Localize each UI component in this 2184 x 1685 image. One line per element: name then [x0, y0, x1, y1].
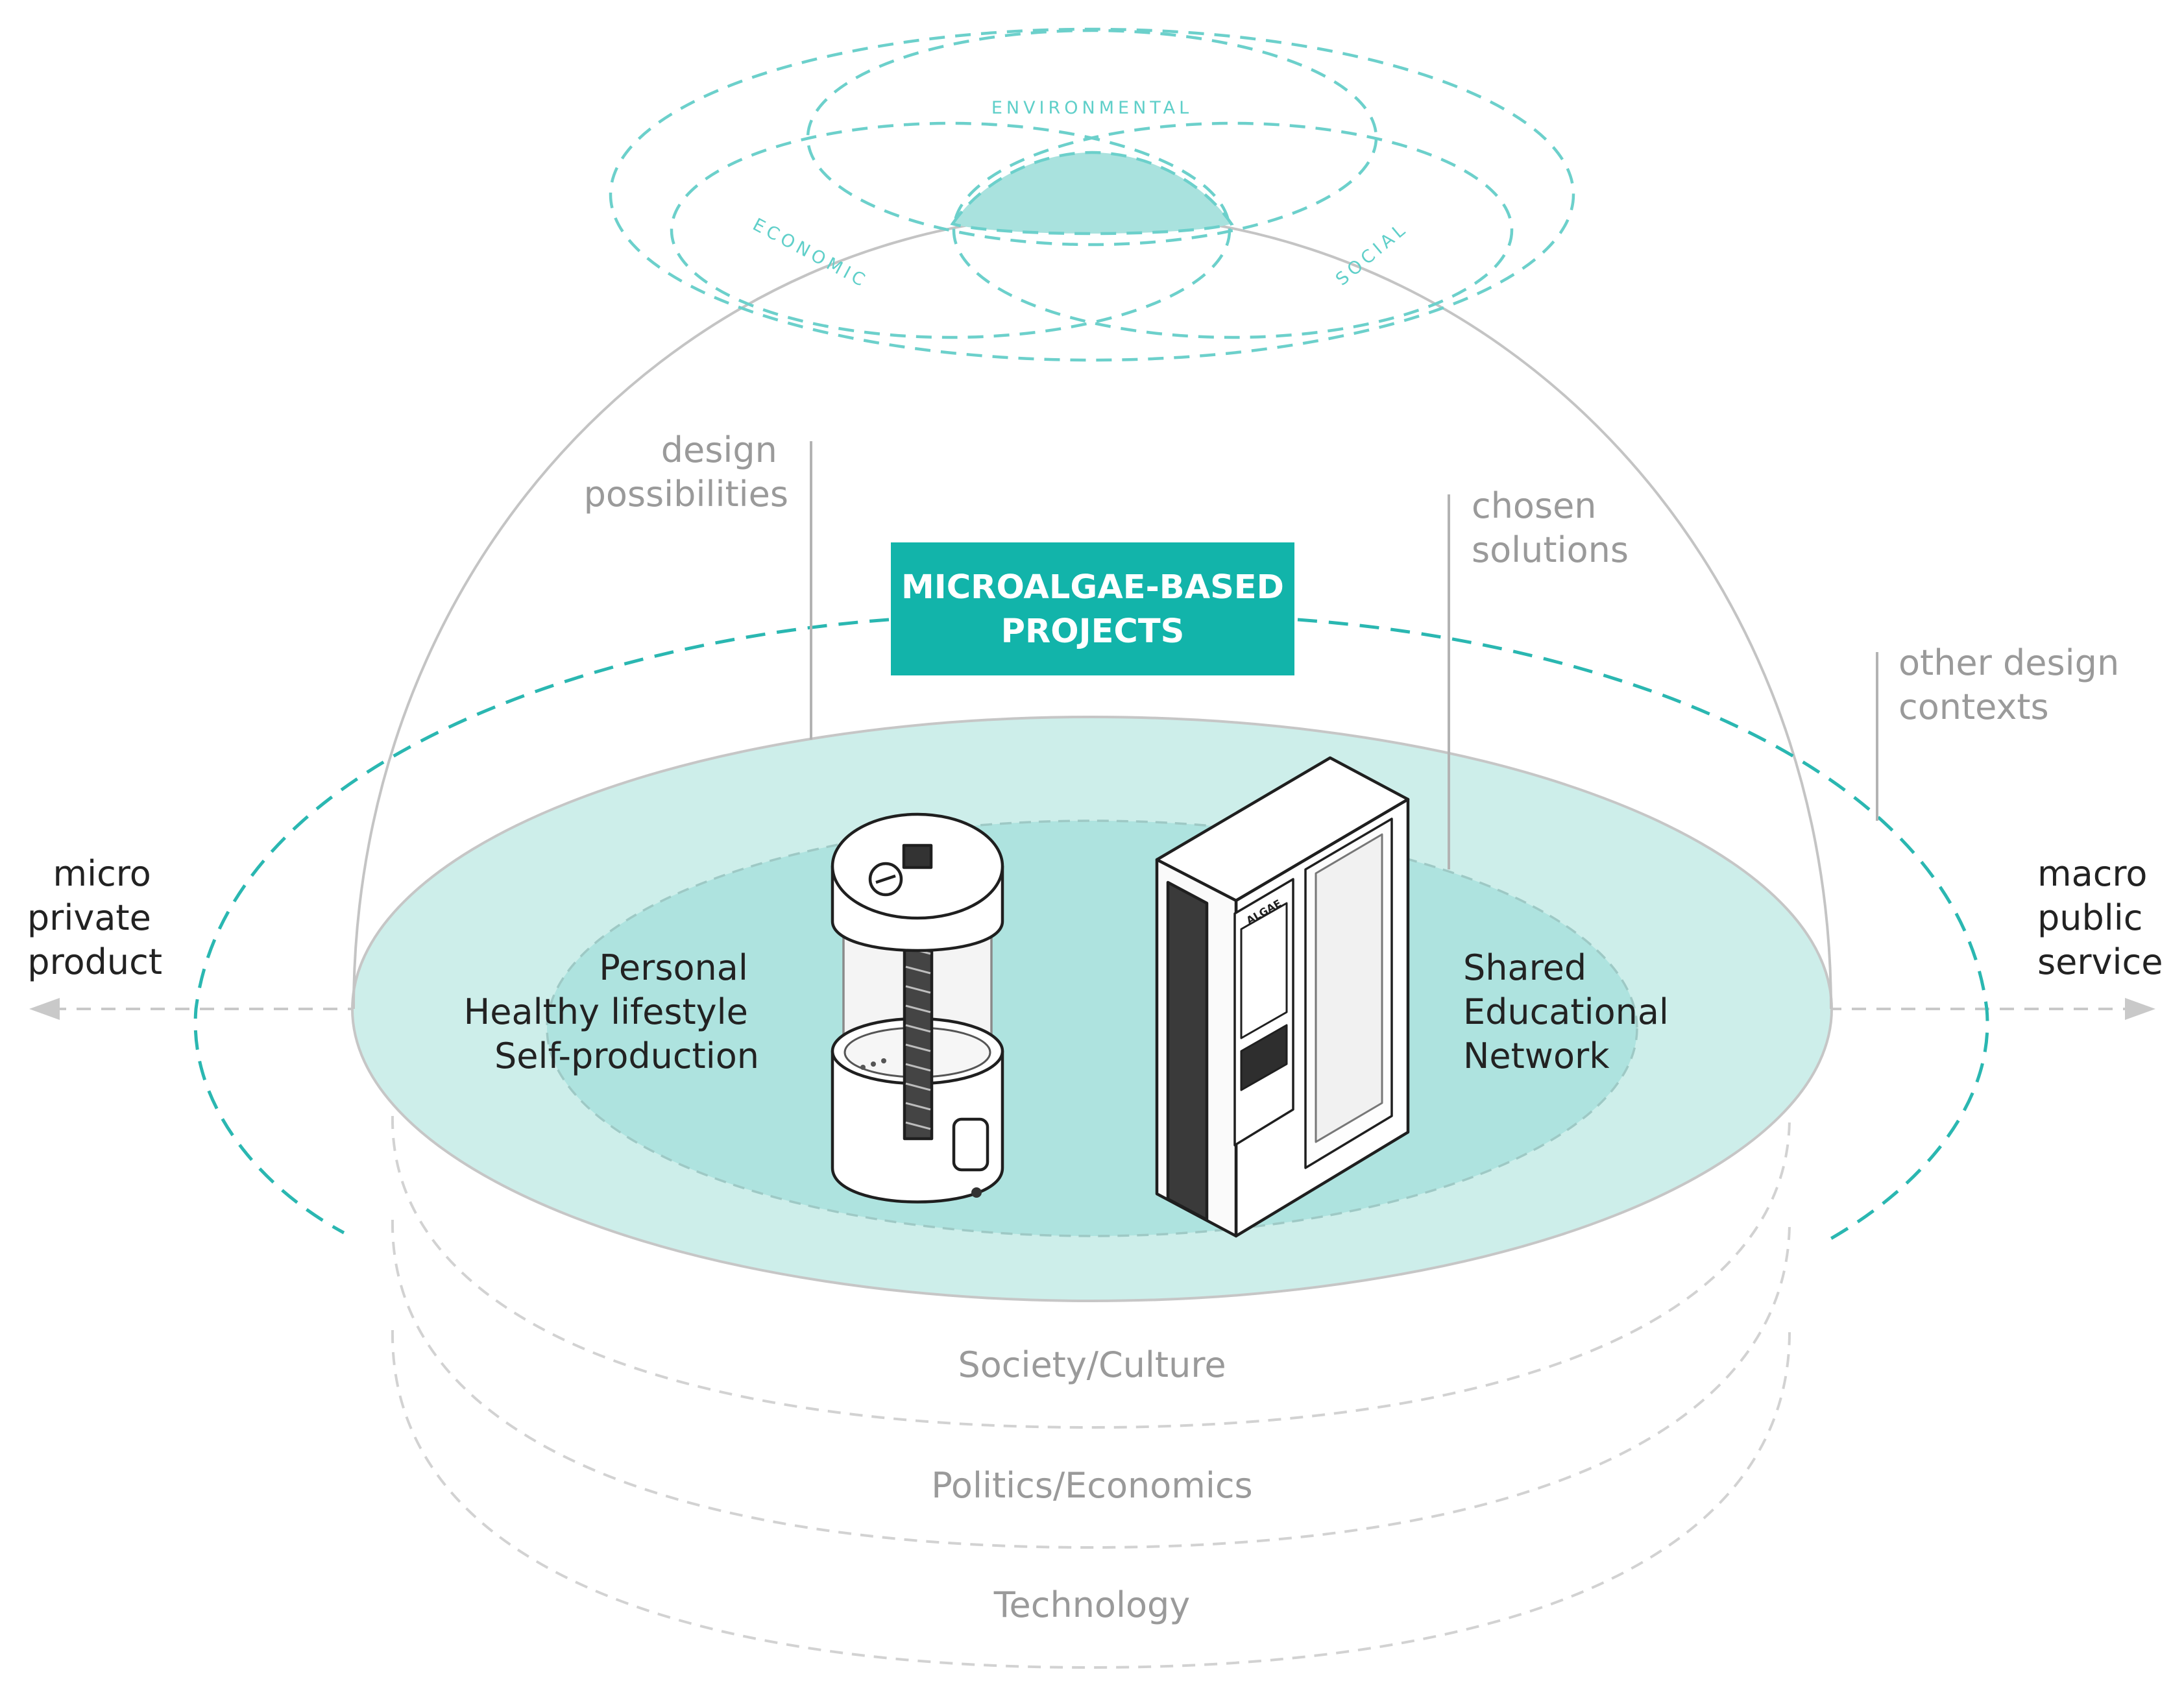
pillar-social: SOCIAL	[1332, 218, 1412, 289]
arrow-left-icon	[29, 998, 60, 1020]
algae-kiosk-icon: ALGAE	[1155, 756, 1410, 1238]
axis-right-label: macro public service	[2037, 853, 2163, 982]
arrow-right-icon	[2125, 998, 2155, 1020]
title-line-2: PROJECTS	[1001, 612, 1185, 651]
context-label-politics: Politics/Economics	[931, 1465, 1252, 1506]
pillar-economic: ECONOMIC	[749, 215, 871, 293]
context-ring-politics	[391, 1219, 1791, 1549]
context-label-society: Society/Culture	[958, 1344, 1226, 1385]
title-box: MICROALGAE-BASED PROJECTS	[891, 542, 1294, 675]
sustainability-venn	[609, 27, 1575, 362]
outer-pillar-ring	[609, 27, 1575, 362]
pillar-environmental: ENVIRONMENTAL	[991, 98, 1193, 118]
economic-ring	[670, 121, 1232, 339]
label-chosen-solutions: chosen solutions	[1472, 485, 1629, 570]
context-layers	[391, 1115, 1791, 1669]
context-ring-technology	[391, 1329, 1791, 1669]
context-ring-society	[391, 1115, 1791, 1429]
cylindrical-photobioreactor-icon	[831, 812, 1004, 1204]
project-personal-label: Personal Healthy lifestyle Self-producti…	[464, 947, 759, 1076]
social-ring	[952, 121, 1514, 339]
leader-lines	[810, 441, 1878, 869]
label-design-possibilities: design possibilities	[584, 430, 788, 515]
axis-left-label: micro private product	[27, 853, 162, 982]
project-shared-label: Shared Educational Network	[1463, 947, 1680, 1076]
context-label-technology: Technology	[993, 1584, 1190, 1625]
label-other-design-contexts: other design contexts	[1899, 642, 2130, 727]
other-contexts-ring	[193, 618, 1989, 1241]
intersection-shape	[950, 151, 1234, 236]
title-line-1: MICROALGAE-BASED	[901, 568, 1284, 607]
